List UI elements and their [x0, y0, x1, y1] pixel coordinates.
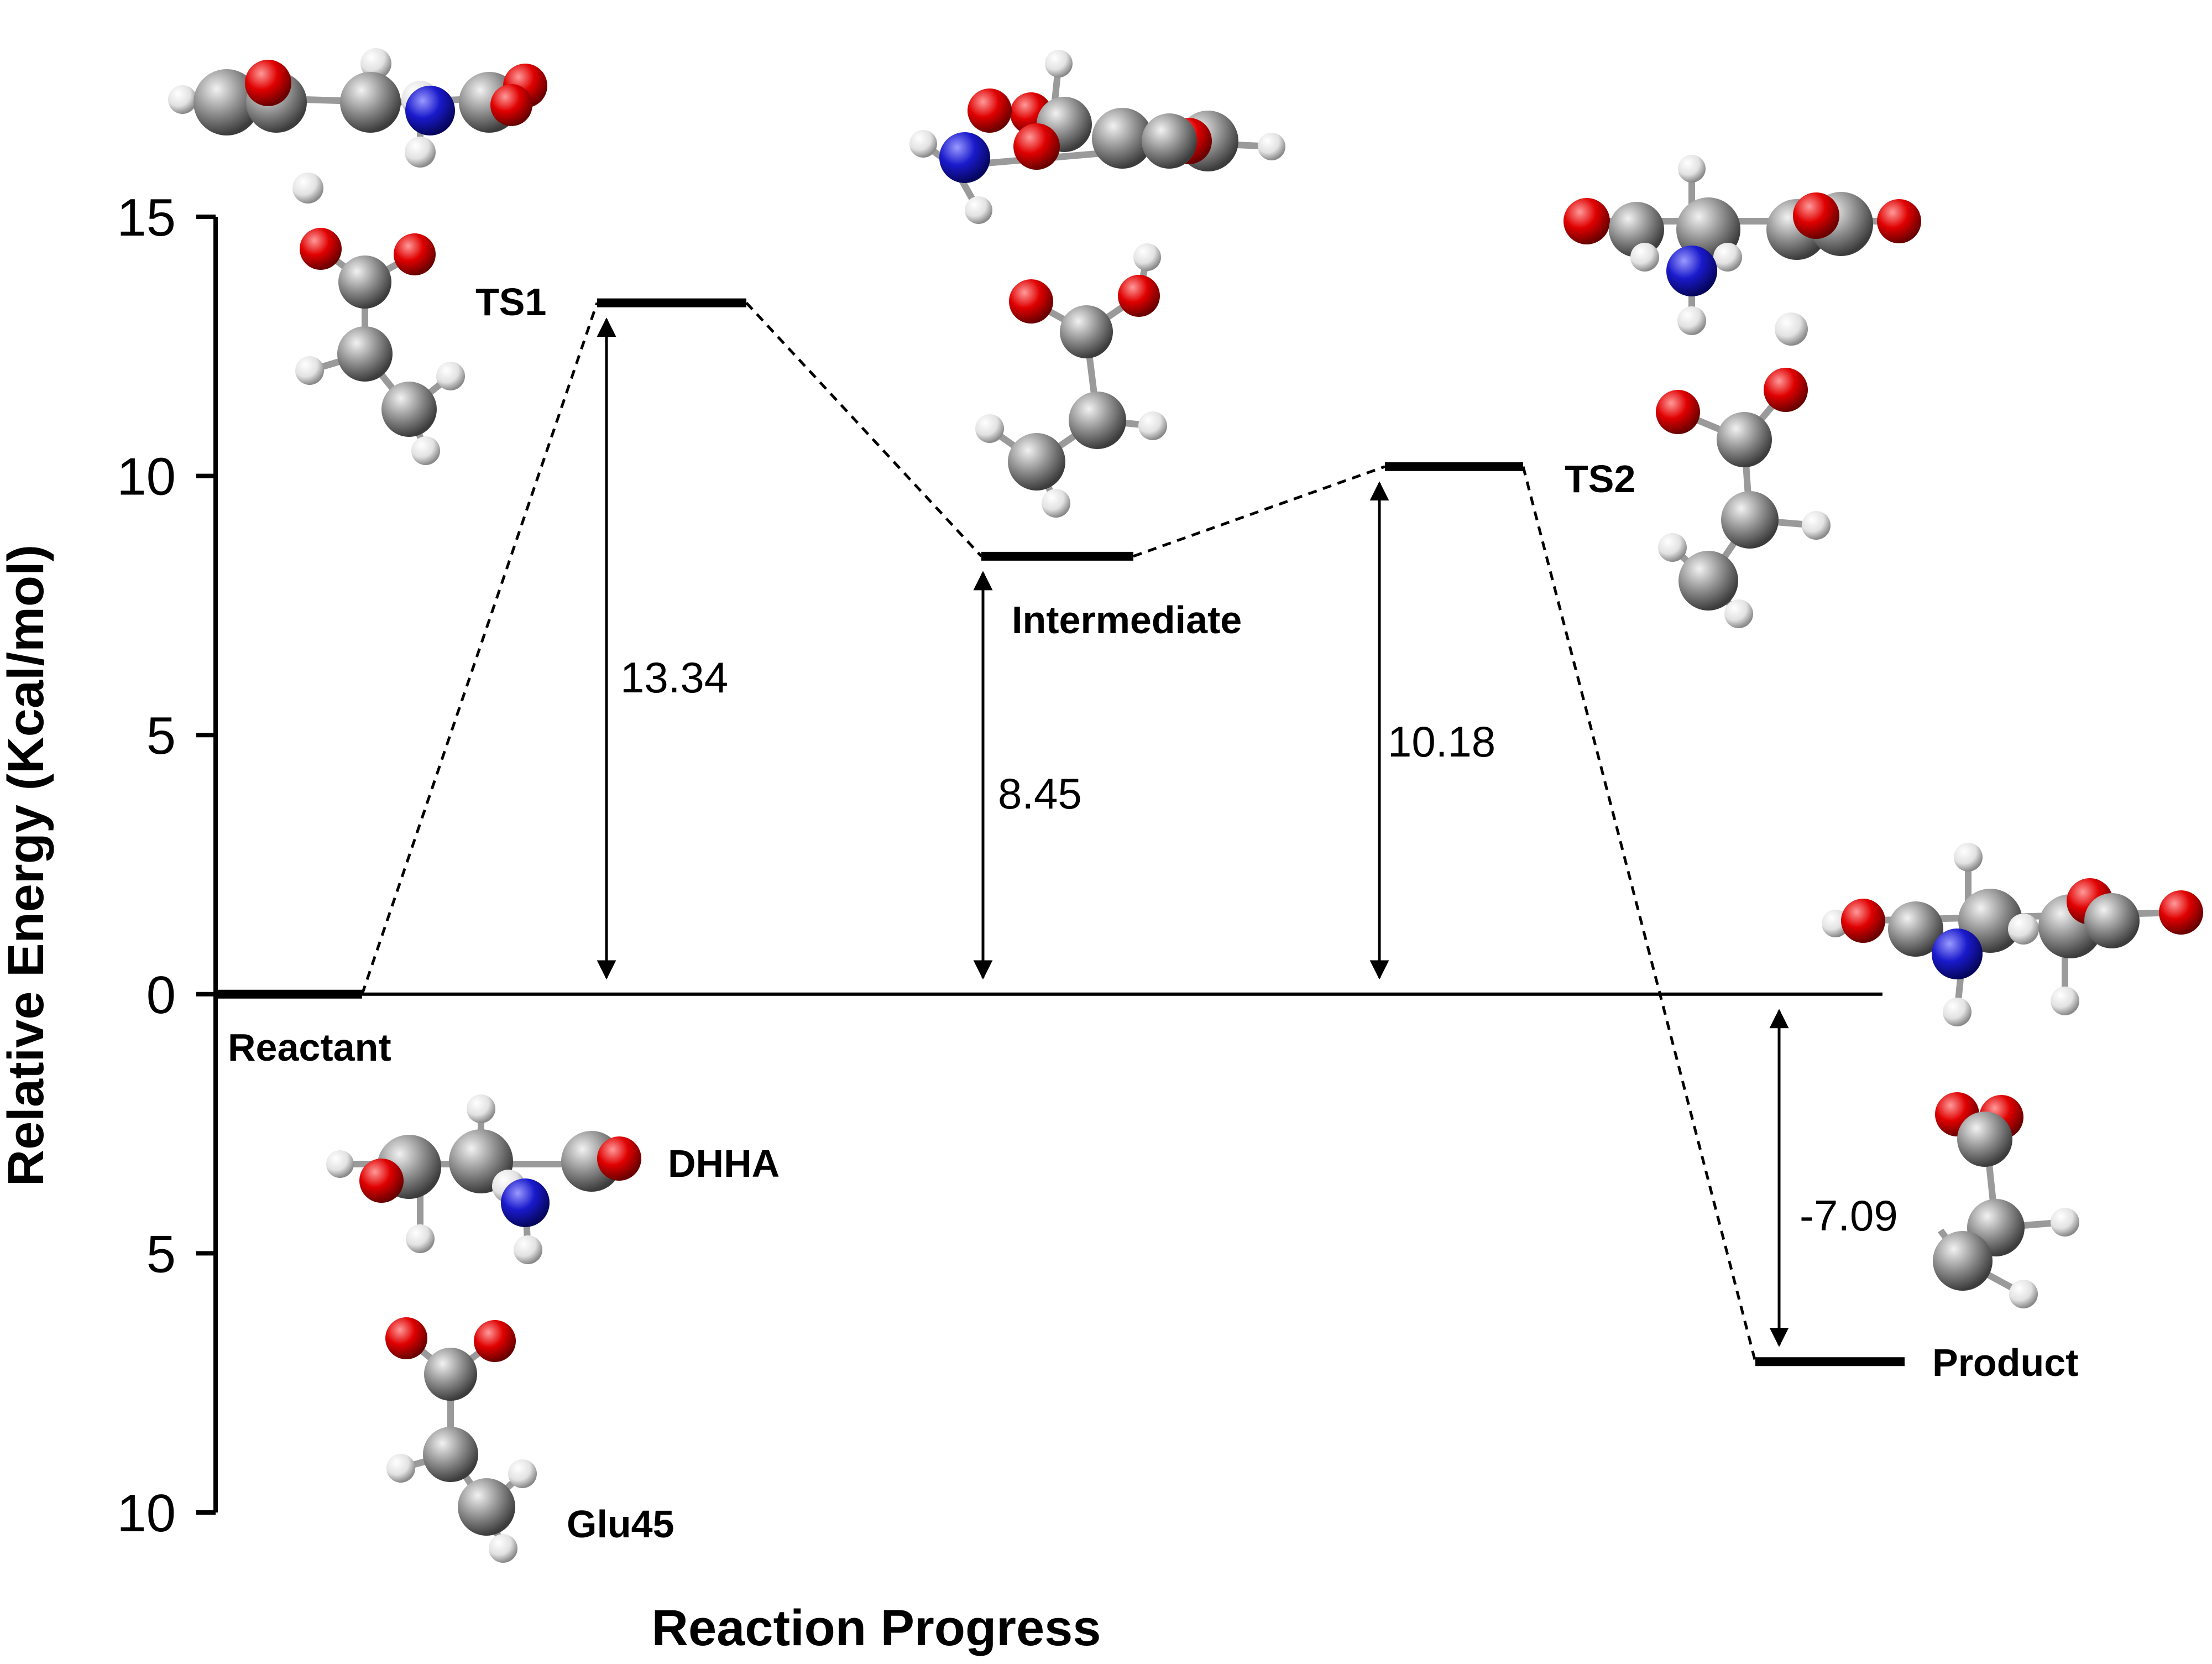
value-label-intermediate: 8.45 — [998, 769, 1082, 818]
connector-line — [360, 302, 599, 995]
y-tick-label: 15 — [117, 188, 176, 247]
value-label-product: -7.09 — [1800, 1191, 1898, 1240]
molecule-product-glu45 — [1933, 1092, 2079, 1308]
x-axis-title: Reaction Progress — [652, 1600, 1101, 1656]
energy-arrows — [597, 317, 1789, 1347]
y-tick-label: 0 — [147, 966, 176, 1025]
connector-lines — [360, 301, 1757, 1362]
annotation-dhha: DHHA — [668, 1142, 780, 1185]
y-tick-label: 10 — [117, 1484, 176, 1543]
y-axis-ticks: 15 10 5 0 5 10 — [117, 188, 216, 1543]
y-axis-title: Relative Energy (Kcal/mol) — [0, 545, 54, 1187]
connector-line — [745, 301, 982, 557]
annotation-glu45: Glu45 — [567, 1503, 674, 1546]
molecule-dhha-bottom — [326, 1094, 641, 1264]
state-label-reactant: Reactant — [228, 1026, 391, 1069]
molecule-intermediate-glu45 — [975, 243, 1167, 518]
state-label-ts2: TS2 — [1565, 457, 1635, 500]
molecule-glu45-bottom — [385, 1317, 537, 1563]
energy-levels — [216, 298, 1905, 1366]
connector-line — [1133, 465, 1385, 558]
state-label-intermediate: Intermediate — [1012, 598, 1242, 641]
molecule-intermediate-dhha — [909, 50, 1285, 224]
molecule-ts2-dhha — [1563, 155, 1921, 346]
y-tick-label: 5 — [147, 706, 176, 765]
value-label-ts2: 10.18 — [1388, 717, 1495, 766]
value-label-ts1: 13.34 — [620, 653, 728, 702]
molecule-reactant-dhha — [168, 48, 547, 204]
molecule-product-dhha — [1822, 843, 2203, 1026]
molecule-ts2-glu45 — [1656, 368, 1831, 628]
molecule-reactant-glu45 — [295, 228, 465, 465]
state-label-product: Product — [1932, 1341, 2078, 1384]
y-tick-label: 5 — [147, 1224, 176, 1284]
y-tick-label: 10 — [117, 447, 176, 507]
state-label-ts1: TS1 — [475, 280, 546, 324]
